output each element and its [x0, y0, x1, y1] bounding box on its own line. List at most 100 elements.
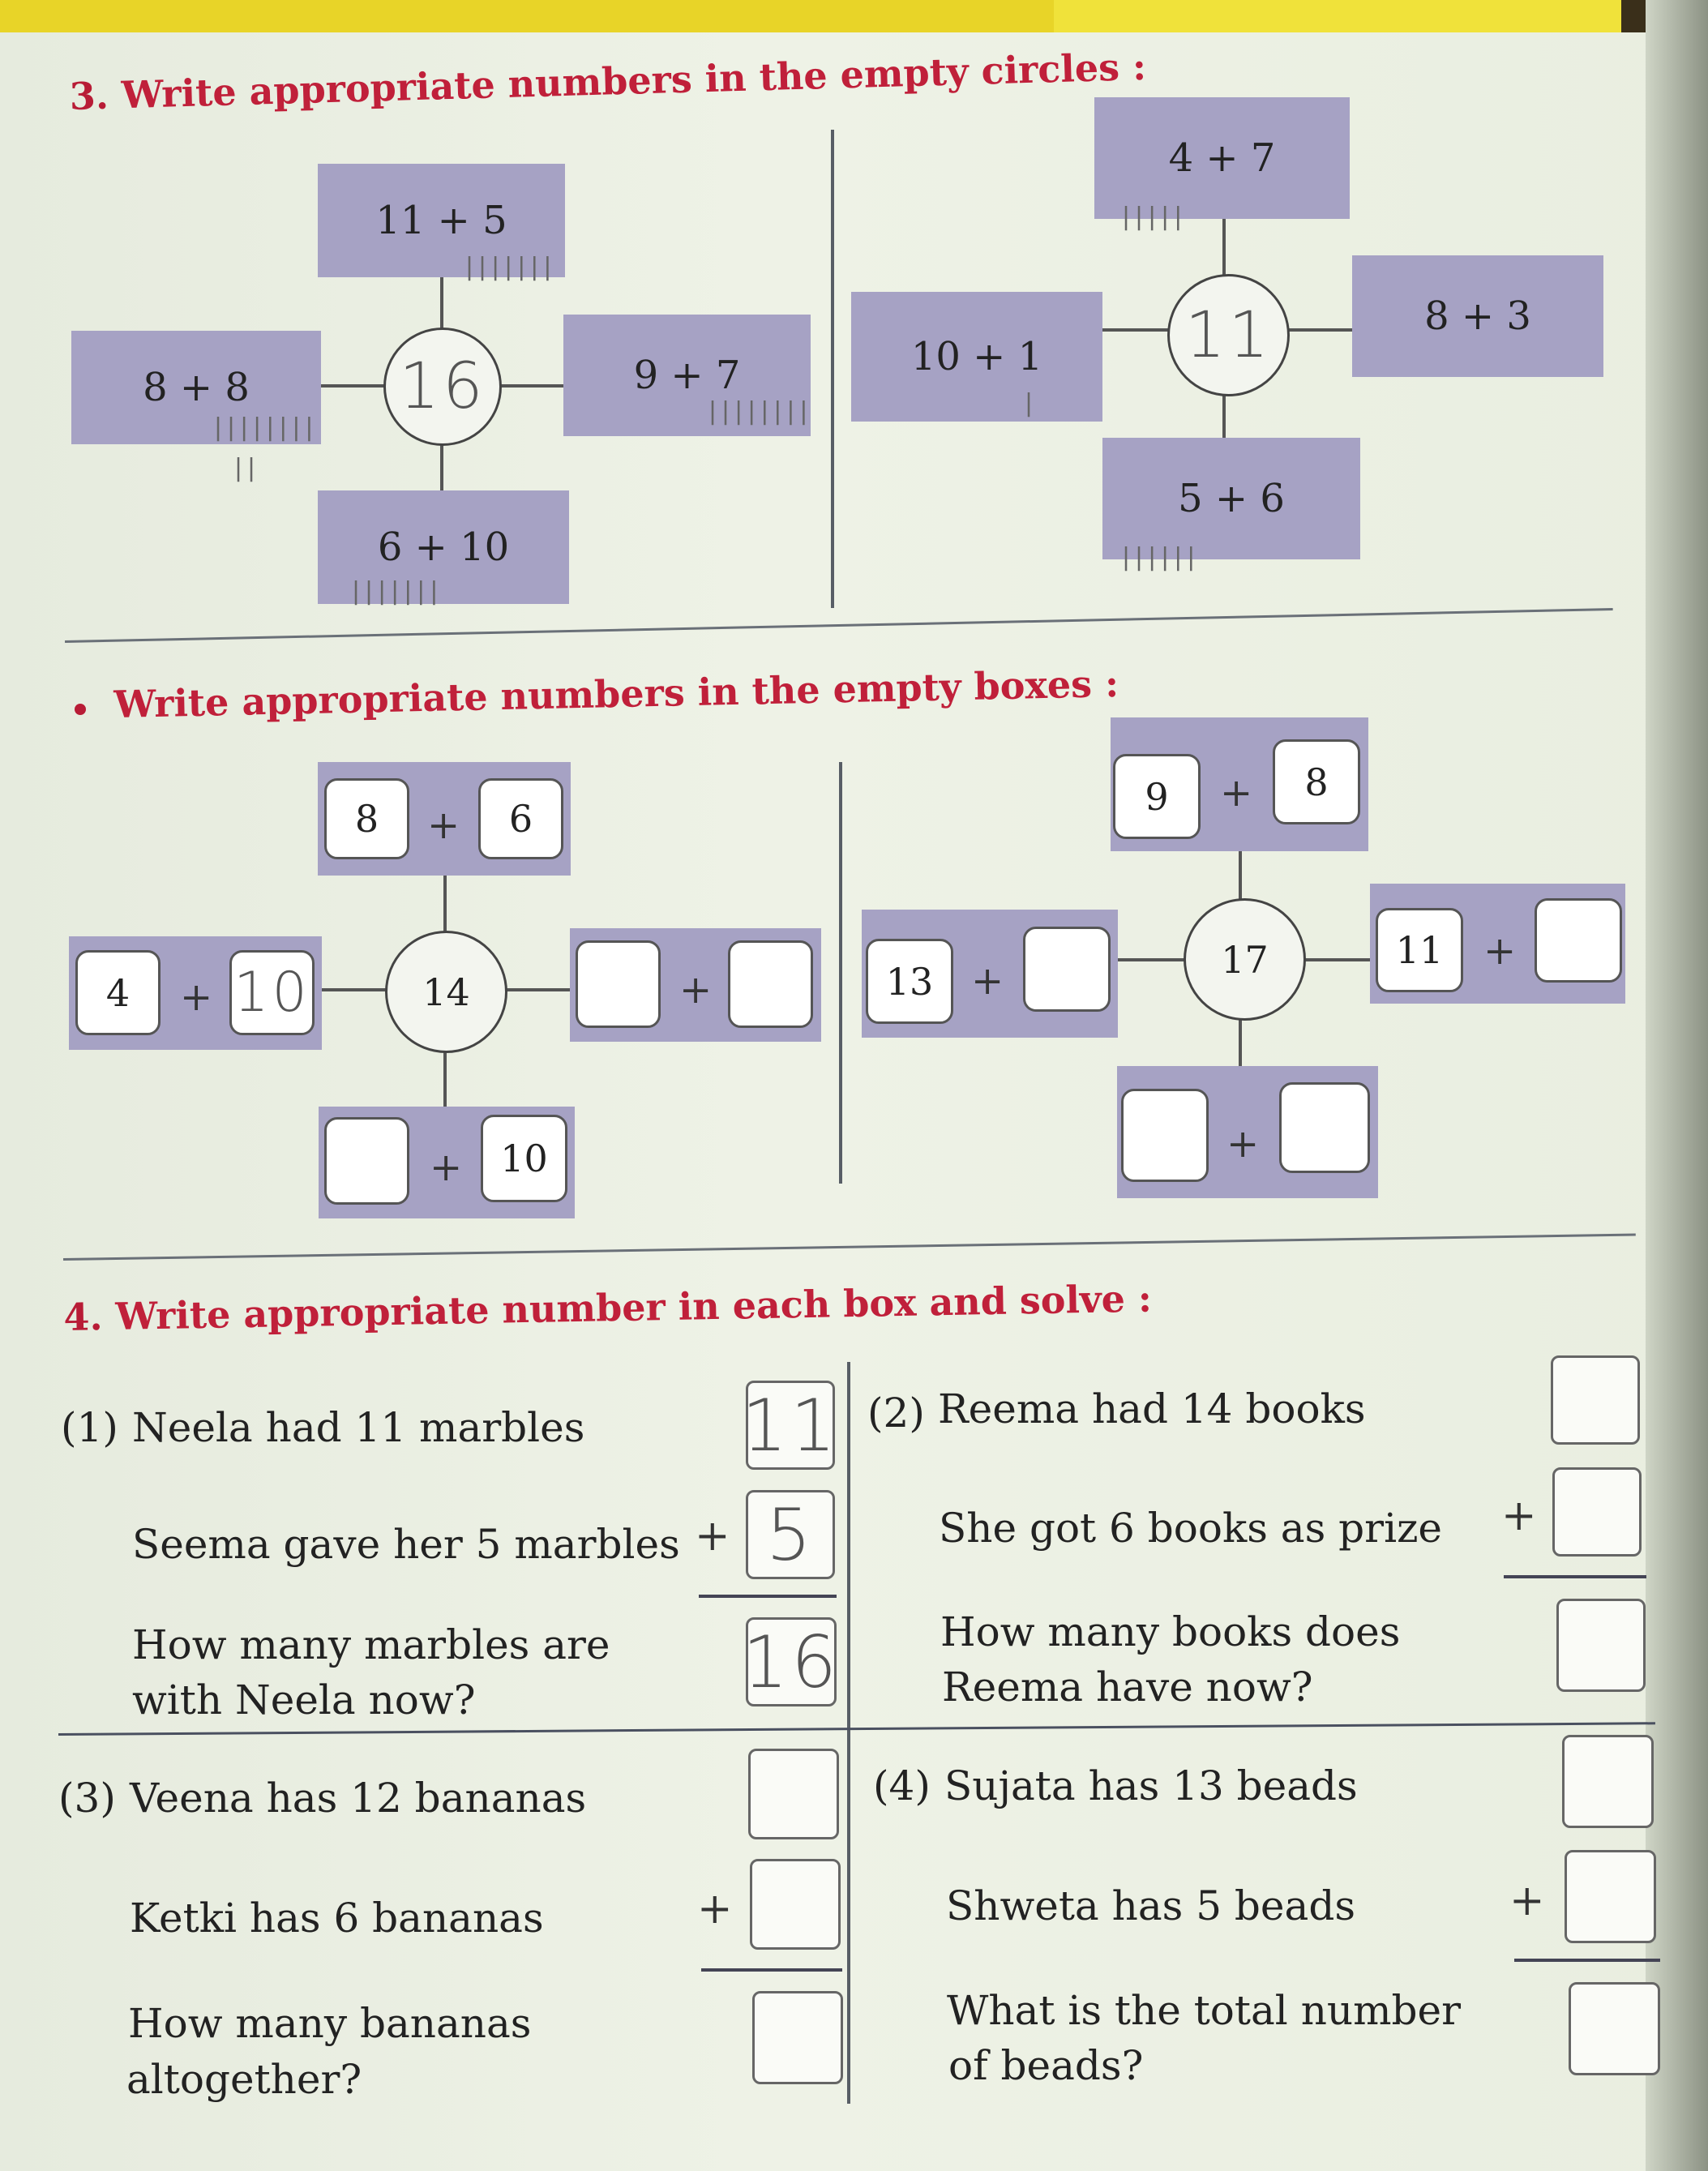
- answer-box[interactable]: 11: [742, 1381, 836, 1470]
- answer-box[interactable]: [1565, 1850, 1656, 1943]
- problem-4-line2: Shweta has 5 beads: [946, 1882, 1355, 1929]
- number-box[interactable]: [1279, 1082, 1370, 1173]
- plus-sign: +: [1220, 770, 1253, 816]
- plus-sign: +: [1509, 1877, 1545, 1925]
- tally-marks: ||||||||: [211, 413, 316, 442]
- plus-sign: +: [695, 1512, 730, 1561]
- boxes-heading-text: Write appropriate numbers in the empty b…: [113, 662, 1119, 726]
- bullet-icon: [75, 704, 86, 715]
- q4-heading: 4. Write appropriate number in each box …: [63, 1277, 1152, 1339]
- q4-heading-text: Write appropriate number in each box and…: [115, 1276, 1153, 1338]
- answer-box[interactable]: [1551, 1355, 1640, 1445]
- plus-sign: +: [1226, 1121, 1260, 1167]
- boxes-left-center-circle: 14: [385, 931, 507, 1053]
- tally-marks: |||||: [1119, 203, 1185, 231]
- q3-divider: [831, 130, 834, 608]
- answer-box[interactable]: 16: [743, 1617, 837, 1706]
- q3-left-right-box: 9 + 7: [563, 315, 811, 436]
- problem-3-label: (3): [58, 1775, 116, 1822]
- q3-right-right-box: 8 + 3: [1352, 255, 1603, 377]
- q3-right-left-box: 10 + 1: [851, 292, 1102, 422]
- boxes-right-center-circle: 17: [1184, 898, 1306, 1021]
- sum-line: [699, 1595, 837, 1598]
- problem-2-line4: Reema have now?: [942, 1664, 1313, 1711]
- section-divider: [63, 1233, 1636, 1261]
- plus-sign: +: [180, 974, 213, 1020]
- plus-sign: +: [679, 967, 713, 1013]
- plus-sign: +: [971, 958, 1004, 1004]
- number-box[interactable]: 10: [229, 950, 315, 1035]
- tally-marks: |: [1021, 389, 1036, 418]
- number-box[interactable]: 4: [75, 950, 161, 1035]
- problem-4-line1: Sujata has 13 beads: [944, 1762, 1358, 1809]
- problem-3-line4: altogether?: [126, 2056, 362, 2103]
- answer-box[interactable]: 5: [746, 1490, 835, 1579]
- boxes-divider: [839, 762, 842, 1184]
- number-box[interactable]: [1023, 927, 1111, 1012]
- boxes-heading: Write appropriate numbers in the empty b…: [113, 662, 1119, 726]
- problem-1-line1: Neela had 11 marbles: [132, 1404, 585, 1451]
- q3-right-center-circle[interactable]: 11: [1167, 274, 1290, 396]
- plus-sign: +: [697, 1885, 733, 1933]
- plus-sign: +: [1483, 928, 1517, 974]
- problem-1-line2: Seema gave her 5 marbles: [132, 1521, 680, 1568]
- number-box[interactable]: [1121, 1089, 1209, 1182]
- problem-4-line4: of beads?: [948, 2042, 1144, 2089]
- answer-box[interactable]: [1562, 1735, 1654, 1828]
- sum-line: [701, 1968, 842, 1972]
- number-box[interactable]: [324, 1117, 409, 1205]
- problem-3-line1: Veena has 12 bananas: [130, 1775, 587, 1822]
- section-divider: [65, 608, 1613, 643]
- number-box[interactable]: 10: [481, 1115, 567, 1202]
- q4-vertical-divider: [847, 1362, 850, 2104]
- problem-1-label: (1): [61, 1404, 118, 1451]
- number-box[interactable]: 9: [1113, 754, 1201, 839]
- number-box[interactable]: 11: [1376, 908, 1463, 992]
- q3-heading: 3. Write appropriate numbers in the empt…: [69, 45, 1147, 118]
- sum-line: [1514, 1959, 1660, 1962]
- answer-box[interactable]: [750, 1859, 841, 1950]
- number-box[interactable]: [576, 940, 661, 1028]
- number-box[interactable]: [728, 940, 813, 1028]
- q3-left-bottom-box: 6 + 10: [318, 490, 569, 604]
- page-edge: [1646, 0, 1708, 2171]
- tally-marks: ||||||||: [705, 397, 811, 426]
- tally-marks: ||: [231, 454, 259, 482]
- number-box[interactable]: 8: [1273, 739, 1360, 824]
- tally-marks: |||||||: [349, 577, 441, 606]
- problem-3-line2: Ketki has 6 bananas: [130, 1895, 544, 1942]
- tally-marks: ||||||: [1119, 543, 1198, 572]
- answer-box[interactable]: [748, 1749, 839, 1839]
- q3-number: 3.: [69, 73, 109, 118]
- q3-left-center-circle[interactable]: 16: [383, 328, 502, 446]
- answer-box[interactable]: [1556, 1599, 1646, 1692]
- q3-right-bottom-box: 5 + 6: [1102, 438, 1360, 559]
- q3-heading-text: Write appropriate numbers in the empty c…: [121, 44, 1147, 118]
- q4-number: 4.: [63, 1295, 103, 1339]
- answer-box[interactable]: [752, 1991, 843, 2084]
- problem-2-line1: Reema had 14 books: [938, 1385, 1366, 1432]
- number-box[interactable]: 8: [324, 778, 409, 859]
- problem-2-label: (2): [867, 1390, 925, 1437]
- answer-box[interactable]: [1569, 1982, 1660, 2075]
- problem-2-line3: How many books does: [940, 1608, 1401, 1655]
- plus-sign: +: [430, 1145, 463, 1190]
- problem-3-line3: How many bananas: [128, 2000, 532, 2047]
- problem-1-line3: How many marbles are: [132, 1621, 610, 1668]
- problem-1-line4: with Neela now?: [132, 1676, 476, 1724]
- number-box[interactable]: 13: [866, 939, 953, 1024]
- answer-box[interactable]: [1552, 1467, 1642, 1557]
- plus-sign: +: [427, 803, 460, 848]
- problem-4-label: (4): [873, 1762, 931, 1809]
- tally-marks: |||||||: [462, 253, 554, 281]
- page-top-band: [0, 0, 1708, 32]
- q3-left-left-box: 8 + 8: [71, 331, 321, 444]
- q3-right-top-box: 4 + 7: [1094, 97, 1350, 219]
- number-box[interactable]: [1535, 898, 1622, 983]
- q3-left-top-box: 11 + 5: [318, 164, 565, 277]
- problem-2-line2: She got 6 books as prize: [939, 1505, 1442, 1552]
- plus-sign: +: [1501, 1492, 1537, 1540]
- number-box[interactable]: 6: [478, 778, 563, 859]
- problem-4-line3: What is the total number: [947, 1987, 1462, 2034]
